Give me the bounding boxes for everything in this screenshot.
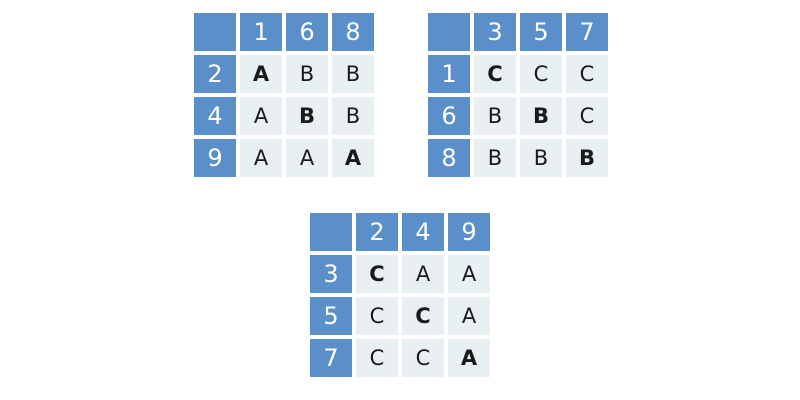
matrix-cell: A [448, 255, 490, 293]
matrix-cell: A [332, 139, 374, 177]
corner-cell [194, 13, 236, 51]
row-header: 5 [310, 297, 352, 335]
matrix-cell: B [286, 97, 328, 135]
row-header: 6 [428, 97, 470, 135]
row-header: 3 [310, 255, 352, 293]
row-header: 9 [194, 139, 236, 177]
matrix-cell: A [448, 339, 490, 377]
row-header: 4 [194, 97, 236, 135]
matrix-cell: C [566, 55, 608, 93]
corner-cell [428, 13, 470, 51]
column-header: 7 [566, 13, 608, 51]
matrix-cell: A [402, 255, 444, 293]
corner-cell [310, 213, 352, 251]
matrix-cell: C [356, 297, 398, 335]
matrix-cell: C [520, 55, 562, 93]
column-header: 3 [474, 13, 516, 51]
matrix-cell: B [566, 139, 608, 177]
matrix-cell: C [566, 97, 608, 135]
column-header: 8 [332, 13, 374, 51]
matrix-cell: A [240, 97, 282, 135]
matrix-cell: B [474, 139, 516, 177]
row-header: 2 [194, 55, 236, 93]
matrix-cell: C [402, 297, 444, 335]
matrix-cell: B [332, 55, 374, 93]
column-header: 1 [240, 13, 282, 51]
matrix-cell: B [474, 97, 516, 135]
matrix-cell: C [474, 55, 516, 93]
matrix-cell: B [286, 55, 328, 93]
matrix-cell: B [520, 97, 562, 135]
column-header: 9 [448, 213, 490, 251]
matrix-cell: A [448, 297, 490, 335]
matrix-cell: A [286, 139, 328, 177]
matrix-cell: A [240, 55, 282, 93]
row-header: 1 [428, 55, 470, 93]
row-header: 7 [310, 339, 352, 377]
row-header: 8 [428, 139, 470, 177]
matrix-cell: C [356, 255, 398, 293]
matrix-cell: B [520, 139, 562, 177]
matrix-cell: B [332, 97, 374, 135]
matrix-cell: C [356, 339, 398, 377]
column-header: 4 [402, 213, 444, 251]
column-header: 6 [286, 13, 328, 51]
matrix-cell: A [240, 139, 282, 177]
column-header: 2 [356, 213, 398, 251]
column-header: 5 [520, 13, 562, 51]
matrix-cell: C [402, 339, 444, 377]
